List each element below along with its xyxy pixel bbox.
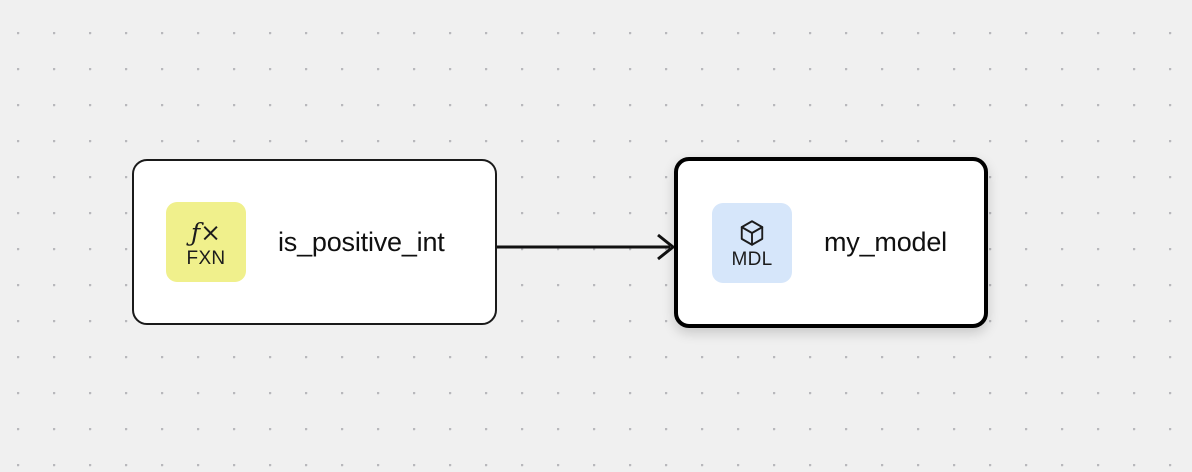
node-type-badge-mdl: MDL	[712, 202, 792, 283]
node-type-caption: FXN	[186, 248, 226, 269]
node-type-badge-fxn: ƒ× FXN	[166, 202, 246, 282]
node-is-positive-int[interactable]: ƒ× FXN is_positive_int	[132, 159, 497, 325]
node-type-caption: MDL	[731, 248, 773, 270]
node-label: is_positive_int	[278, 226, 445, 257]
cube-icon	[737, 217, 767, 249]
node-label: my_model	[824, 227, 947, 257]
node-my-model[interactable]: MDL my_model	[674, 157, 988, 328]
function-fx-icon: ƒ×	[190, 217, 222, 247]
edge-fxn-to-mdl[interactable]	[497, 233, 676, 261]
arrowhead-icon	[657, 233, 676, 261]
